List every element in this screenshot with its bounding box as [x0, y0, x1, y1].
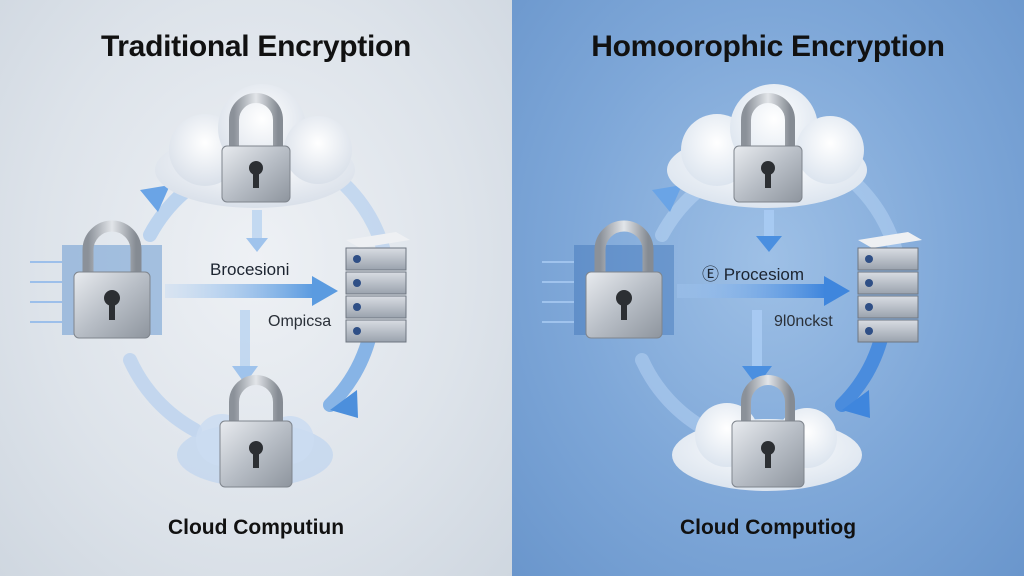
padlock-icon [733, 93, 803, 203]
homomorphic-encryption-panel: Homoorophic Encryption Ⓔ Procesiom 9l0nc… [512, 0, 1024, 576]
panel-title: Traditional Encryption [100, 30, 412, 63]
arrow-icon [756, 210, 782, 252]
padlock-icon [219, 375, 293, 488]
homomorphic-diagram [542, 84, 922, 491]
arrow-icon [842, 390, 870, 418]
arrow-icon [742, 310, 772, 386]
panel-caption: Cloud Computiun [167, 516, 345, 539]
padlock-icon [585, 220, 663, 339]
compute-label: Ompicsa [268, 313, 332, 330]
arrow-icon [232, 310, 258, 384]
arrow-icon [677, 276, 850, 306]
arrow-icon [165, 276, 338, 306]
padlock-icon [221, 93, 291, 203]
processing-label: Ⓔ Procesiom [702, 265, 805, 284]
panel-title: Homoorophic Encryption [591, 30, 945, 63]
padlock-icon [73, 220, 151, 339]
processing-label: Brocesioni [210, 260, 290, 279]
server-stack-icon [345, 232, 410, 343]
arrow-icon [330, 390, 358, 418]
traditional-diagram [30, 84, 410, 488]
arrow-icon [652, 185, 682, 212]
padlock-icon [731, 375, 805, 488]
arrow-icon [246, 210, 268, 252]
server-stack-icon [857, 232, 922, 343]
compute-label: 9l0nckst [774, 313, 833, 330]
traditional-encryption-panel: Traditional Encryption Brocesioni Ompics… [0, 0, 512, 576]
panel-caption: Cloud Computiog [679, 516, 857, 539]
arrow-icon [140, 185, 170, 212]
